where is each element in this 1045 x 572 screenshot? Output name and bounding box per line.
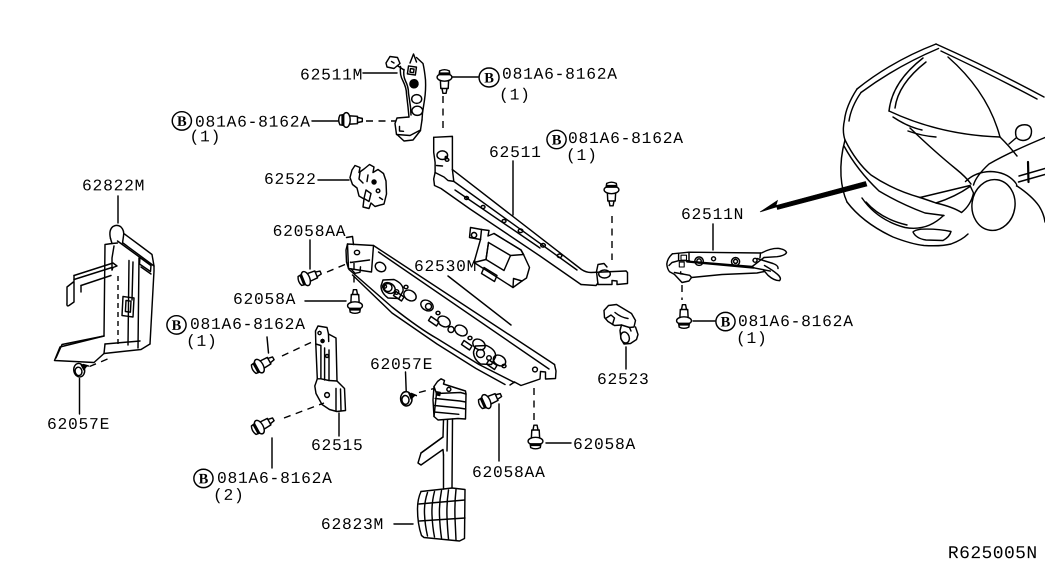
svg-text:62058A: 62058A	[233, 290, 296, 309]
svg-text:081A6-8162A: 081A6-8162A	[568, 129, 684, 148]
svg-text:(2): (2)	[213, 486, 245, 505]
svg-text:(1): (1)	[190, 127, 222, 146]
svg-text:B: B	[172, 318, 182, 334]
svg-text:62515: 62515	[311, 436, 364, 455]
svg-text:62530M: 62530M	[414, 257, 477, 276]
svg-text:B: B	[199, 471, 209, 487]
svg-text:62511M: 62511M	[300, 65, 363, 84]
svg-text:62822M: 62822M	[82, 176, 145, 195]
svg-text:62511: 62511	[489, 143, 542, 162]
svg-text:R625005N: R625005N	[948, 544, 1038, 564]
svg-text:62523: 62523	[597, 370, 650, 389]
svg-text:B: B	[721, 315, 731, 331]
svg-text:081A6-8162A: 081A6-8162A	[502, 65, 618, 84]
svg-text:62823M: 62823M	[321, 515, 384, 534]
svg-text:(1): (1)	[186, 332, 218, 351]
svg-text:(1): (1)	[736, 329, 768, 348]
svg-text:081A6-8162A: 081A6-8162A	[190, 315, 306, 334]
svg-text:62057E: 62057E	[47, 415, 110, 434]
svg-text:081A6-8162A: 081A6-8162A	[217, 469, 333, 488]
svg-text:081A6-8162A: 081A6-8162A	[738, 312, 854, 331]
svg-text:62522: 62522	[264, 170, 317, 189]
svg-text:B: B	[484, 70, 494, 86]
svg-text:B: B	[177, 114, 187, 130]
svg-text:081A6-8162A: 081A6-8162A	[195, 113, 311, 132]
svg-text:62511N: 62511N	[681, 205, 744, 224]
svg-text:62057E: 62057E	[370, 355, 433, 374]
svg-text:(1): (1)	[499, 85, 531, 104]
svg-text:(1): (1)	[566, 146, 598, 165]
svg-text:62058AA: 62058AA	[273, 222, 347, 241]
svg-text:B: B	[552, 133, 562, 149]
svg-text:62058A: 62058A	[573, 435, 636, 454]
svg-text:62058AA: 62058AA	[472, 463, 546, 482]
